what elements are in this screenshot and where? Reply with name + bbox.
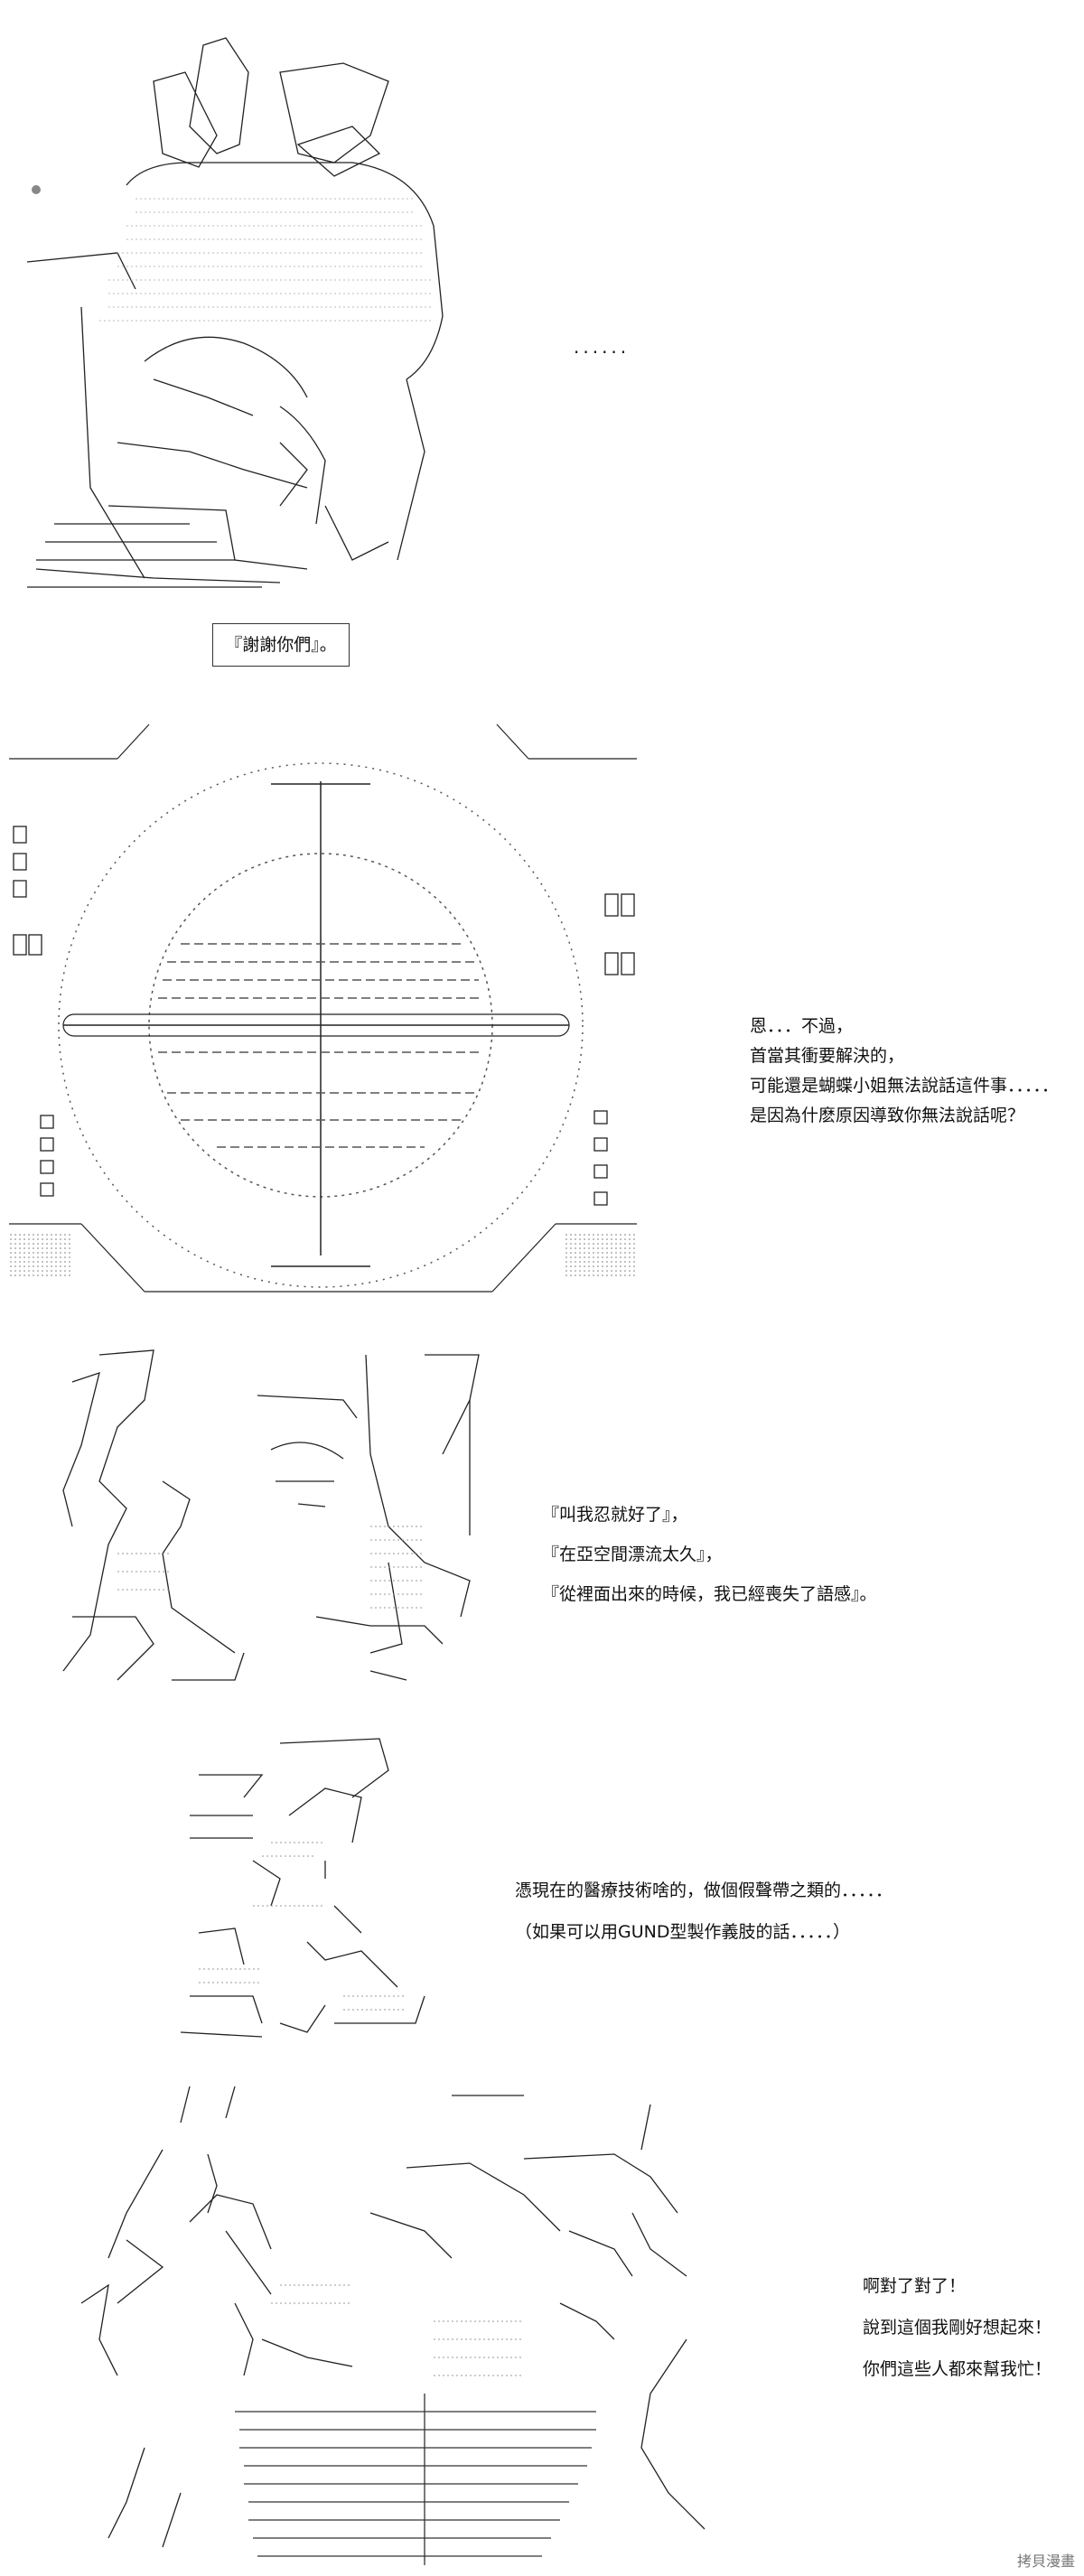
ascii-art-crowd-scene: [80, 2086, 706, 2565]
dialog-line: 可能還是蝴蝶小姐無法說話這件事．．．．．: [750, 1076, 1060, 1096]
ellipsis-text: ......: [574, 336, 631, 358]
panel-2: 恩．．．不過， 首當其衝要解決的， 可能還是蝴蝶小姐無法說話這件事．．．．． 是…: [0, 714, 1084, 1328]
dialog-line: （如果可以用GUND型製作義肢的話．．．．．）: [515, 1922, 850, 1942]
dialog-line: 憑現在的醫療技術啥的，做個假聲帶之類的．．．．．: [515, 1881, 893, 1900]
panel-1: ...... 『謝謝你們』。: [0, 0, 1084, 686]
ascii-art-two-figures: [62, 1349, 480, 1681]
dialog-panel-4: 憑現在的醫療技術啥的，做個假聲帶之類的．．．．． （如果可以用GUND型製作義肢…: [515, 1870, 892, 1953]
dialog-line: 你們這些人都來幫我忙！: [863, 2359, 1052, 2379]
ascii-art-seated-figure: [180, 1738, 425, 2038]
ascii-art-targeting-scope: [9, 723, 637, 1293]
watermark: 拷貝漫畫: [1016, 2553, 1075, 2570]
dialog-line: 啊對了對了！: [863, 2276, 967, 2296]
panel-5: 啊對了對了！ 說到這個我剛好想起來！ 你們這些人都來幫我忙！: [0, 2068, 1084, 2574]
dialog-line: 『從裡面出來的時候，我已經喪失了語感』。: [542, 1584, 877, 1604]
panel-4: 憑現在的醫療技術啥的，做個假聲帶之類的．．．．． （如果可以用GUND型製作義肢…: [0, 1725, 1084, 2059]
dialog-panel-5: 啊對了對了！ 說到這個我剛好想起來！ 你們這些人都來幫我忙！: [863, 2265, 1051, 2390]
ascii-art-rabbit-figure: [26, 37, 444, 588]
dialog-line: 首當其衝要解決的，: [750, 1046, 905, 1066]
dialog-line: 『在亞空間漂流太久』，: [542, 1545, 723, 1564]
panel-3: 『叫我忍就好了』， 『在亞空間漂流太久』， 『從裡面出來的時候，我已經喪失了語感…: [0, 1346, 1084, 1716]
caption-box: 『謝謝你們』。: [212, 623, 350, 667]
dialog-panel-3: 『叫我忍就好了』， 『在亞空間漂流太久』， 『從裡面出來的時候，我已經喪失了語感…: [542, 1495, 877, 1614]
dialog-line: 恩．．．不過，: [750, 1016, 854, 1036]
dialog-line: 『叫我忍就好了』，: [542, 1505, 688, 1525]
dialog-panel-2: 恩．．．不過， 首當其衝要解決的， 可能還是蝴蝶小姐無法說話這件事．．．．． 是…: [750, 1012, 1059, 1131]
dialog-line: 說到這個我剛好想起來！: [863, 2318, 1052, 2338]
dialog-line: 是因為什麽原因導致你無法說話呢？: [750, 1106, 1025, 1125]
